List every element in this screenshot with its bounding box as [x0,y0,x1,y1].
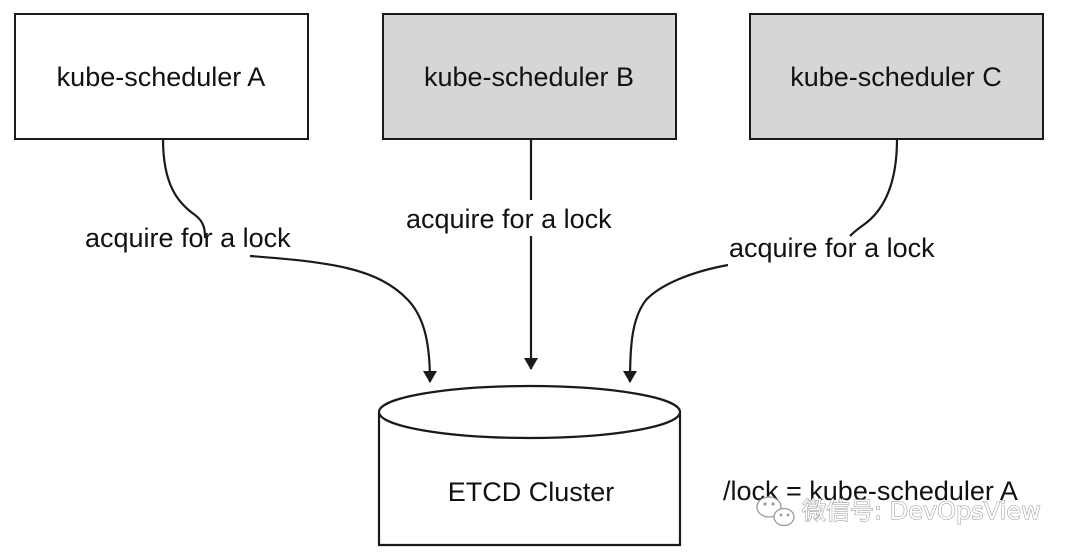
edge-label-c: acquire for a lock [729,233,935,263]
wechat-icon [756,496,795,527]
node-box-b [382,13,677,140]
edge-label-a: acquire for a lock [85,223,291,253]
edge-label-b: acquire for a lock [406,204,612,234]
node-label-c: kube-scheduler C [790,62,1002,92]
watermark-text: 微信号: DevOpsView [802,497,1041,525]
edge-a-to-etcd: acquire for a lock [85,138,430,382]
node-kube-scheduler-c: kube-scheduler C [749,13,1044,140]
watermark: 微信号: DevOpsView [756,496,1041,527]
etcd-cylinder-top [377,384,682,440]
edge-b-to-etcd: acquire for a lock [406,139,612,370]
node-label-b: kube-scheduler B [424,62,634,92]
node-box-a [14,13,309,140]
node-box-c [749,13,1044,140]
edge-c-to-etcd: acquire for a lock [630,138,935,382]
edge-line-c [630,138,899,382]
edge-line-a [161,138,430,382]
node-kube-scheduler-a: kube-scheduler A [14,13,309,140]
node-label-a: kube-scheduler A [57,62,266,92]
node-kube-scheduler-b: kube-scheduler B [382,13,677,140]
etcd-cluster-database: ETCD Cluster [377,384,682,547]
etcd-cylinder-body [377,412,682,547]
etcd-label: ETCD Cluster [448,477,615,507]
